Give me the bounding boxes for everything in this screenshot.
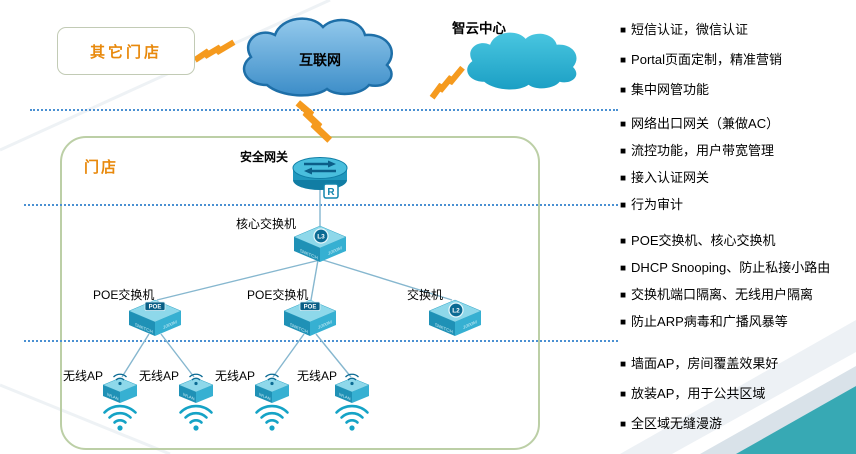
- note-text: 网络出口网关（兼做AC）: [631, 116, 780, 131]
- ap-label-1: 无线AP: [63, 369, 104, 383]
- note-text: POE交换机、核心交换机: [631, 233, 776, 248]
- ap-label-3: 无线AP: [215, 369, 256, 383]
- bullet-icon: ■: [620, 419, 627, 430]
- bullet-icon: ■: [620, 290, 627, 301]
- bullet-icon: ■: [620, 85, 627, 96]
- note-text: 全区域无缝漫游: [631, 416, 723, 431]
- note-text: 接入认证网关: [631, 170, 710, 185]
- other-stores-label: 其它门店: [89, 43, 162, 61]
- note-text: 行为审计: [631, 197, 684, 212]
- dotted-separator-3: [24, 340, 618, 342]
- decor-gray-triangle: [620, 320, 856, 454]
- note-item: ■ 网络出口网关（兼做AC）: [620, 114, 856, 134]
- store-label: 门店: [84, 159, 119, 176]
- dotted-separator-2: [24, 204, 618, 206]
- decor-teal-corner-triangle: [736, 386, 856, 454]
- bullet-icon: ■: [620, 263, 627, 274]
- ap-label-2: 无线AP: [139, 369, 180, 383]
- note-text: 流控功能，用户带宽管理: [631, 143, 775, 158]
- note-item: ■ 全区域无缝漫游: [620, 414, 856, 434]
- note-text: 集中网管功能: [631, 82, 710, 97]
- bullet-icon: ■: [620, 25, 627, 36]
- decor-diagonal-line: [0, 383, 171, 454]
- notes-group-ap: ■ 墙面AP，房间覆盖效果好 ■ 放装AP，用于公共区域 ■ 全区域无缝漫游: [620, 354, 856, 444]
- note-item: ■ 流控功能，用户带宽管理: [620, 141, 856, 161]
- poe-switch-left-label: POE交换机: [93, 288, 155, 302]
- note-text: 交换机端口隔离、无线用户隔离: [631, 287, 814, 302]
- notes-group-gateway: ■ 网络出口网关（兼做AC） ■ 流控功能，用户带宽管理 ■ 接入认证网关 ■ 行为审计: [620, 114, 856, 222]
- switch-right-label: 交换机: [407, 288, 444, 302]
- bullet-icon: ■: [620, 55, 627, 66]
- note-item: ■ 墙面AP，房间覆盖效果好: [620, 354, 856, 374]
- notes-group-cloud: ■ 短信认证，微信认证 ■ Portal页面定制，精准营销 ■ 集中网管功能: [620, 20, 856, 110]
- notes-group-switching: ■ POE交换机、核心交换机 ■ DHCP Snooping、防止私接小路由 ■ 交换…: [620, 231, 856, 339]
- note-item: ■ 集中网管功能: [620, 80, 856, 100]
- bullet-icon: ■: [620, 236, 627, 247]
- note-text: Portal页面定制，精准营销: [631, 52, 783, 67]
- bullet-icon: ■: [620, 119, 627, 130]
- note-text: DHCP Snooping、防止私接小路由: [631, 260, 831, 275]
- note-text: 墙面AP，房间覆盖效果好: [631, 356, 779, 371]
- note-item: ■ Portal页面定制，精准营销: [620, 50, 856, 70]
- other-stores-box: 其它门店: [57, 27, 195, 75]
- ap-label-4: 无线AP: [297, 369, 338, 383]
- gateway-label: 安全网关: [240, 150, 289, 164]
- decor-diagonal-line: [0, 0, 331, 152]
- internet-label: 互联网: [299, 52, 341, 68]
- bullet-icon: ■: [620, 173, 627, 184]
- note-item: ■ DHCP Snooping、防止私接小路由: [620, 258, 856, 278]
- bullet-icon: ■: [620, 389, 627, 400]
- core-switch-label: 核心交换机: [236, 217, 297, 231]
- note-text: 防止ARP病毒和广播风暴等: [631, 314, 788, 329]
- note-item: ■ 交换机端口隔离、无线用户隔离: [620, 285, 856, 305]
- note-text: 放装AP，用于公共区域: [631, 386, 766, 401]
- bullet-icon: ■: [620, 317, 627, 328]
- note-item: ■ 放装AP，用于公共区域: [620, 384, 856, 404]
- note-item: ■ 防止ARP病毒和广播风暴等: [620, 312, 856, 332]
- bullet-icon: ■: [620, 359, 627, 370]
- bullet-icon: ■: [620, 200, 627, 211]
- poe-switch-mid-label: POE交换机: [247, 288, 309, 302]
- bullet-icon: ■: [620, 146, 627, 157]
- note-item: ■ 行为审计: [620, 195, 856, 215]
- note-item: ■ 接入认证网关: [620, 168, 856, 188]
- note-item: ■ POE交换机、核心交换机: [620, 231, 856, 251]
- note-text: 短信认证，微信认证: [631, 22, 749, 37]
- cloud-center-label: 智云中心: [452, 21, 506, 36]
- note-item: ■ 短信认证，微信认证: [620, 20, 856, 40]
- dotted-separator-1: [30, 109, 618, 111]
- decor-gray-sliver: [700, 366, 856, 454]
